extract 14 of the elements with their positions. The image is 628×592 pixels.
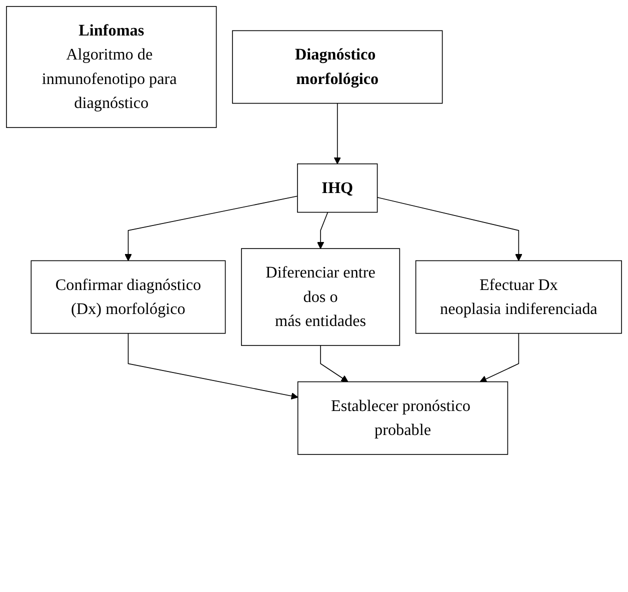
arrow [480,332,520,382]
arrow [320,345,348,382]
node-box: Establecer pronóstico probable [297,381,508,455]
node-box: Diferenciar entre dos o más entidades [241,248,400,346]
arrow [128,332,298,400]
node-box: Linfomas Algoritmo de inmunofenotipo para diagnóstico [6,6,217,128]
node-box: Diagnóstico morfológico [232,30,443,104]
arrow [376,197,522,262]
node-box: Efectuar Dx neoplasia indiferenciada [415,260,622,334]
arrow [124,196,298,262]
node-box: Confirmar diagnóstico (Dx) morfológico [30,260,226,334]
arrow [334,102,341,164]
node-box: IHQ [297,163,378,213]
arrow [317,212,328,249]
